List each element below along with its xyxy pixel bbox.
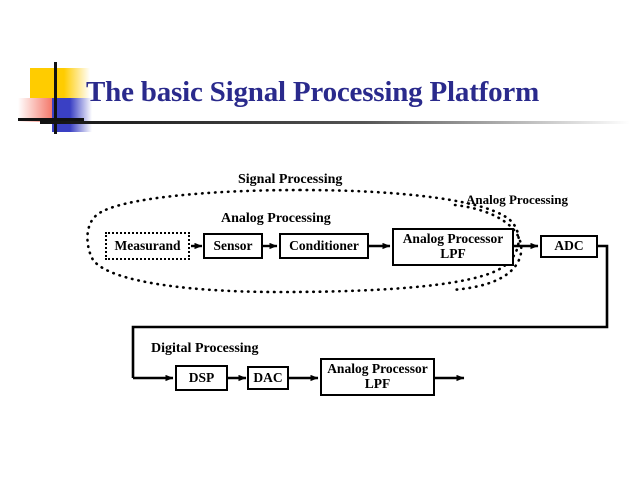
block-measurand[interactable]: Measurand (105, 232, 190, 260)
feedback-path-adc-to-dsp (131, 244, 609, 378)
label-digital-processing: Digital Processing (151, 341, 259, 356)
block-adc[interactable]: ADC (540, 235, 598, 258)
block-conditioner[interactable]: Conditioner (279, 233, 369, 259)
logo-yellow-fade (64, 68, 90, 98)
logo-yellow-square (30, 68, 64, 98)
page-title: The basic Signal Processing Platform (86, 76, 540, 108)
block-analog-processor-top-line2: LPF (440, 246, 466, 261)
label-signal-processing: Signal Processing (238, 172, 343, 187)
block-analog-processor-top-line1: Analog Processor (402, 231, 504, 247)
signal-processing-boundary (86, 188, 520, 294)
logo-vertical-line (54, 62, 57, 134)
block-analog-processor-bottom-line1: Analog Processor (327, 361, 428, 377)
block-dac[interactable]: DAC (247, 366, 289, 390)
block-analog-processor-top[interactable]: Analog Processor LPF (392, 228, 514, 266)
block-analog-processor-bottom-line2: LPF (364, 376, 391, 391)
title-underline-rule (40, 121, 630, 124)
block-sensor[interactable]: Sensor (203, 233, 263, 259)
label-analog-processing-right: Analog Processing (466, 192, 568, 207)
analog-processing-right-boundary (450, 203, 523, 292)
label-analog-processing-left: Analog Processing (221, 211, 331, 226)
logo-horizontal-line (18, 118, 84, 121)
block-dsp[interactable]: DSP (175, 365, 228, 391)
block-analog-processor-bottom[interactable]: Analog Processor LPF (320, 358, 435, 396)
